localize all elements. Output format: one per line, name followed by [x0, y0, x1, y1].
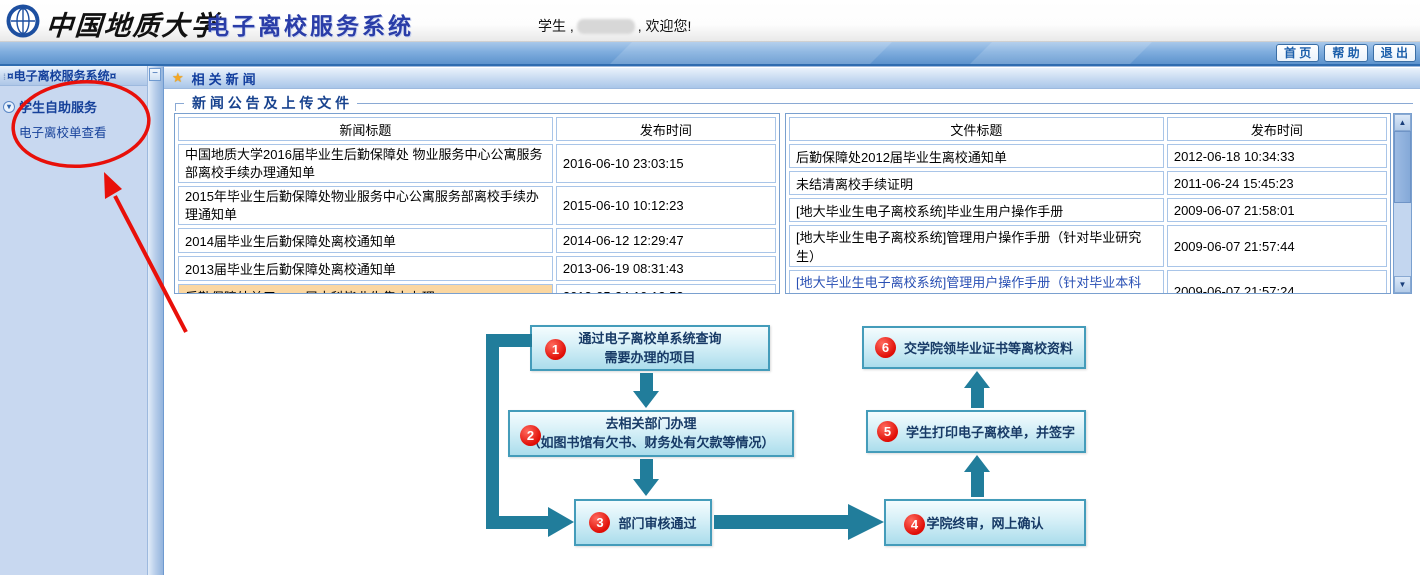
welcome-prefix: 学生 , [538, 18, 574, 34]
news-link[interactable]: 2014届毕业生后勤保障处离校通知单 [178, 228, 553, 254]
arrowhead [633, 479, 659, 496]
file-time: 2012-06-18 10:34:33 [1166, 144, 1387, 168]
tree-expand-icon[interactable]: ▾ [3, 100, 15, 113]
arrowhead [848, 504, 884, 540]
arrow-down-2-3 [640, 459, 653, 480]
step-number-badge: 4 [904, 514, 925, 535]
table-row: [地大毕业生电子离校系统]管理用户操作手册（针对毕业研究生） 2009-06-0… [789, 225, 1387, 267]
arrowhead [633, 391, 659, 408]
news-star-icon: ★ [172, 70, 184, 85]
step-number-badge: 2 [520, 425, 541, 446]
panel-header: ★ 相关新闻 [164, 68, 1420, 89]
sidebar-item-view-leave-form[interactable]: 电子离校单查看 [19, 126, 107, 140]
step-number-badge: 1 [545, 339, 566, 360]
arrow-up-5-6 [971, 387, 984, 408]
fieldset-corner [175, 102, 184, 111]
section-legend-row: 新 闻 公 告 及 上 传 文 件 [175, 95, 1413, 111]
file-time: 2009-06-07 21:57:24 [1166, 270, 1387, 293]
flow-step-2: 2 去相关部门办理 （如图书馆有欠书、财务处有欠款等情况） [508, 410, 794, 457]
step-number-badge: 3 [589, 512, 611, 533]
news-time: 2016-06-10 23:03:15 [555, 144, 776, 184]
fieldset-line [357, 102, 1413, 104]
files-table-scrollbar[interactable]: ▲ ▼ [1393, 113, 1412, 294]
flow-step-3: 3 部门审核通过 [574, 499, 712, 546]
home-button[interactable]: 首 页 [1275, 44, 1320, 62]
sidebar-title: ⁞¤电子离校服务系统¤ [0, 66, 147, 86]
arrow-right-3-4 [714, 515, 848, 529]
table-row: 未结清离校手续证明 2011-06-24 15:45:23 [789, 171, 1387, 195]
connector-bottom-shaft [486, 516, 548, 529]
nav-streak-decoration [968, 42, 1152, 64]
sidebar: ⁞¤电子离校服务系统¤ ▾ 学生自助服务 电子离校单查看 [0, 66, 148, 575]
student-name-redacted [576, 18, 635, 34]
news-link[interactable]: 后勤保障处关于2013届本科毕业生集中办理 [178, 284, 553, 293]
file-link[interactable]: 后勤保障处2012届毕业生离校通知单 [789, 144, 1164, 168]
news-time: 2013-06-19 08:31:43 [555, 256, 776, 282]
welcome-message: 学生 , , 欢迎您! [538, 16, 691, 36]
file-link[interactable]: [地大毕业生电子离校系统]管理用户操作手册（针对毕业研究生） [789, 225, 1164, 267]
news-link[interactable]: 中国地质大学2016届毕业生后勤保障处 物业服务中心公寓服务部离校手续办理通知单 [178, 144, 553, 184]
table-row: [地大毕业生电子离校系统]管理用户操作手册（针对毕业本科生） 2009-06-0… [789, 270, 1387, 293]
connector-vertical [486, 334, 499, 529]
table-row-highlighted: 后勤保障处关于2013届本科毕业生集中办理 2013-05-24 10:12:5… [178, 284, 776, 293]
nav-buttons: 首 页 帮 助 退 出 [1275, 44, 1416, 62]
scrollbar-thumb[interactable] [1394, 131, 1411, 203]
news-title-header: 新闻标题 [178, 117, 553, 141]
arrowhead [548, 507, 574, 537]
scroll-up-button[interactable]: ▲ [1394, 114, 1411, 131]
grip-icon: ⁞ [3, 72, 6, 82]
help-button[interactable]: 帮 助 [1324, 44, 1368, 62]
section-legend: 新 闻 公 告 及 上 传 文 件 [192, 95, 350, 111]
table-row: 后勤保障处2012届毕业生离校通知单 2012-06-18 10:34:33 [789, 144, 1387, 168]
file-link-visited[interactable]: [地大毕业生电子离校系统]管理用户操作手册（针对毕业本科生） [789, 270, 1164, 293]
nav-streak-decoration [608, 42, 892, 64]
main-panel: ★ 相关新闻 新 闻 公 告 及 上 传 文 件 新闻标题 发布时间 中国地质大… [163, 66, 1420, 575]
news-link[interactable]: 2015年毕业生后勤保障处物业服务中心公寓服务部离校手续办理通知单 [178, 186, 553, 226]
table-row: [地大毕业生电子离校系统]毕业生用户操作手册 2009-06-07 21:58:… [789, 198, 1387, 222]
welcome-suffix: , 欢迎您! [637, 18, 692, 34]
news-time: 2015-06-10 10:12:23 [555, 186, 776, 226]
university-name: 中国地质大学 [44, 11, 221, 42]
scroll-down-button[interactable]: ▼ [1394, 276, 1411, 293]
table-row: 2013届毕业生后勤保障处离校通知单 2013-06-19 08:31:43 [178, 256, 776, 282]
table-row: 2015年毕业生后勤保障处物业服务中心公寓服务部离校手续办理通知单 2015-0… [178, 186, 776, 226]
flow-step-6: 6 交学院领毕业证书等离校资料 [862, 326, 1086, 369]
sidebar-group-student-self-service[interactable]: ▾ 学生自助服务 [3, 97, 97, 116]
file-time-header: 发布时间 [1166, 117, 1387, 141]
table-row: 2014届毕业生后勤保障处离校通知单 2014-06-12 12:29:47 [178, 228, 776, 254]
university-logo-icon [6, 4, 40, 38]
table-row: 中国地质大学2016届毕业生后勤保障处 物业服务中心公寓服务部离校手续办理通知单… [178, 144, 776, 184]
panel-title: 相关新闻 [191, 71, 260, 87]
collapse-sidebar-button[interactable]: − [149, 68, 161, 81]
news-time-header: 发布时间 [555, 117, 776, 141]
arrow-up-4-5 [971, 471, 984, 497]
flow-step-5: 5 学生打印电子离校单，并签字 [866, 410, 1086, 453]
step-number-badge: 5 [876, 421, 898, 442]
news-table: 新闻标题 发布时间 中国地质大学2016届毕业生后勤保障处 物业服务中心公寓服务… [174, 113, 780, 294]
exit-button[interactable]: 退 出 [1372, 44, 1416, 62]
file-time: 2009-06-07 21:58:01 [1166, 198, 1387, 222]
system-title: 电子离校服务系统 [206, 13, 414, 39]
news-time: 2013-05-24 10:12:52 [555, 284, 776, 293]
arrowhead [964, 455, 990, 472]
step-number-badge: 6 [874, 337, 896, 358]
file-link[interactable]: 未结清离校手续证明 [789, 171, 1164, 195]
files-table: 文件标题 发布时间 后勤保障处2012届毕业生离校通知单 2012-06-18 … [785, 113, 1391, 294]
file-link[interactable]: [地大毕业生电子离校系统]毕业生用户操作手册 [789, 198, 1164, 222]
flow-step-4: 4 学院终审，网上确认 [884, 499, 1086, 546]
file-time: 2009-06-07 21:57:44 [1166, 225, 1387, 267]
arrowhead [964, 371, 990, 388]
top-nav-bar: 首 页 帮 助 退 出 [0, 42, 1420, 66]
arrow-down-1-2 [640, 373, 653, 392]
flow-step-1: 1 通过电子离校单系统查询 需要办理的项目 [530, 325, 770, 371]
file-time: 2011-06-24 15:45:23 [1166, 171, 1387, 195]
news-link[interactable]: 2013届毕业生后勤保障处离校通知单 [178, 256, 553, 282]
file-title-header: 文件标题 [789, 117, 1164, 141]
news-time: 2014-06-12 12:29:47 [555, 228, 776, 254]
top-banner: 中国地质大学 电子离校服务系统 学生 , , 欢迎您! [0, 0, 1420, 42]
sidebar-splitter[interactable]: − [148, 66, 163, 575]
